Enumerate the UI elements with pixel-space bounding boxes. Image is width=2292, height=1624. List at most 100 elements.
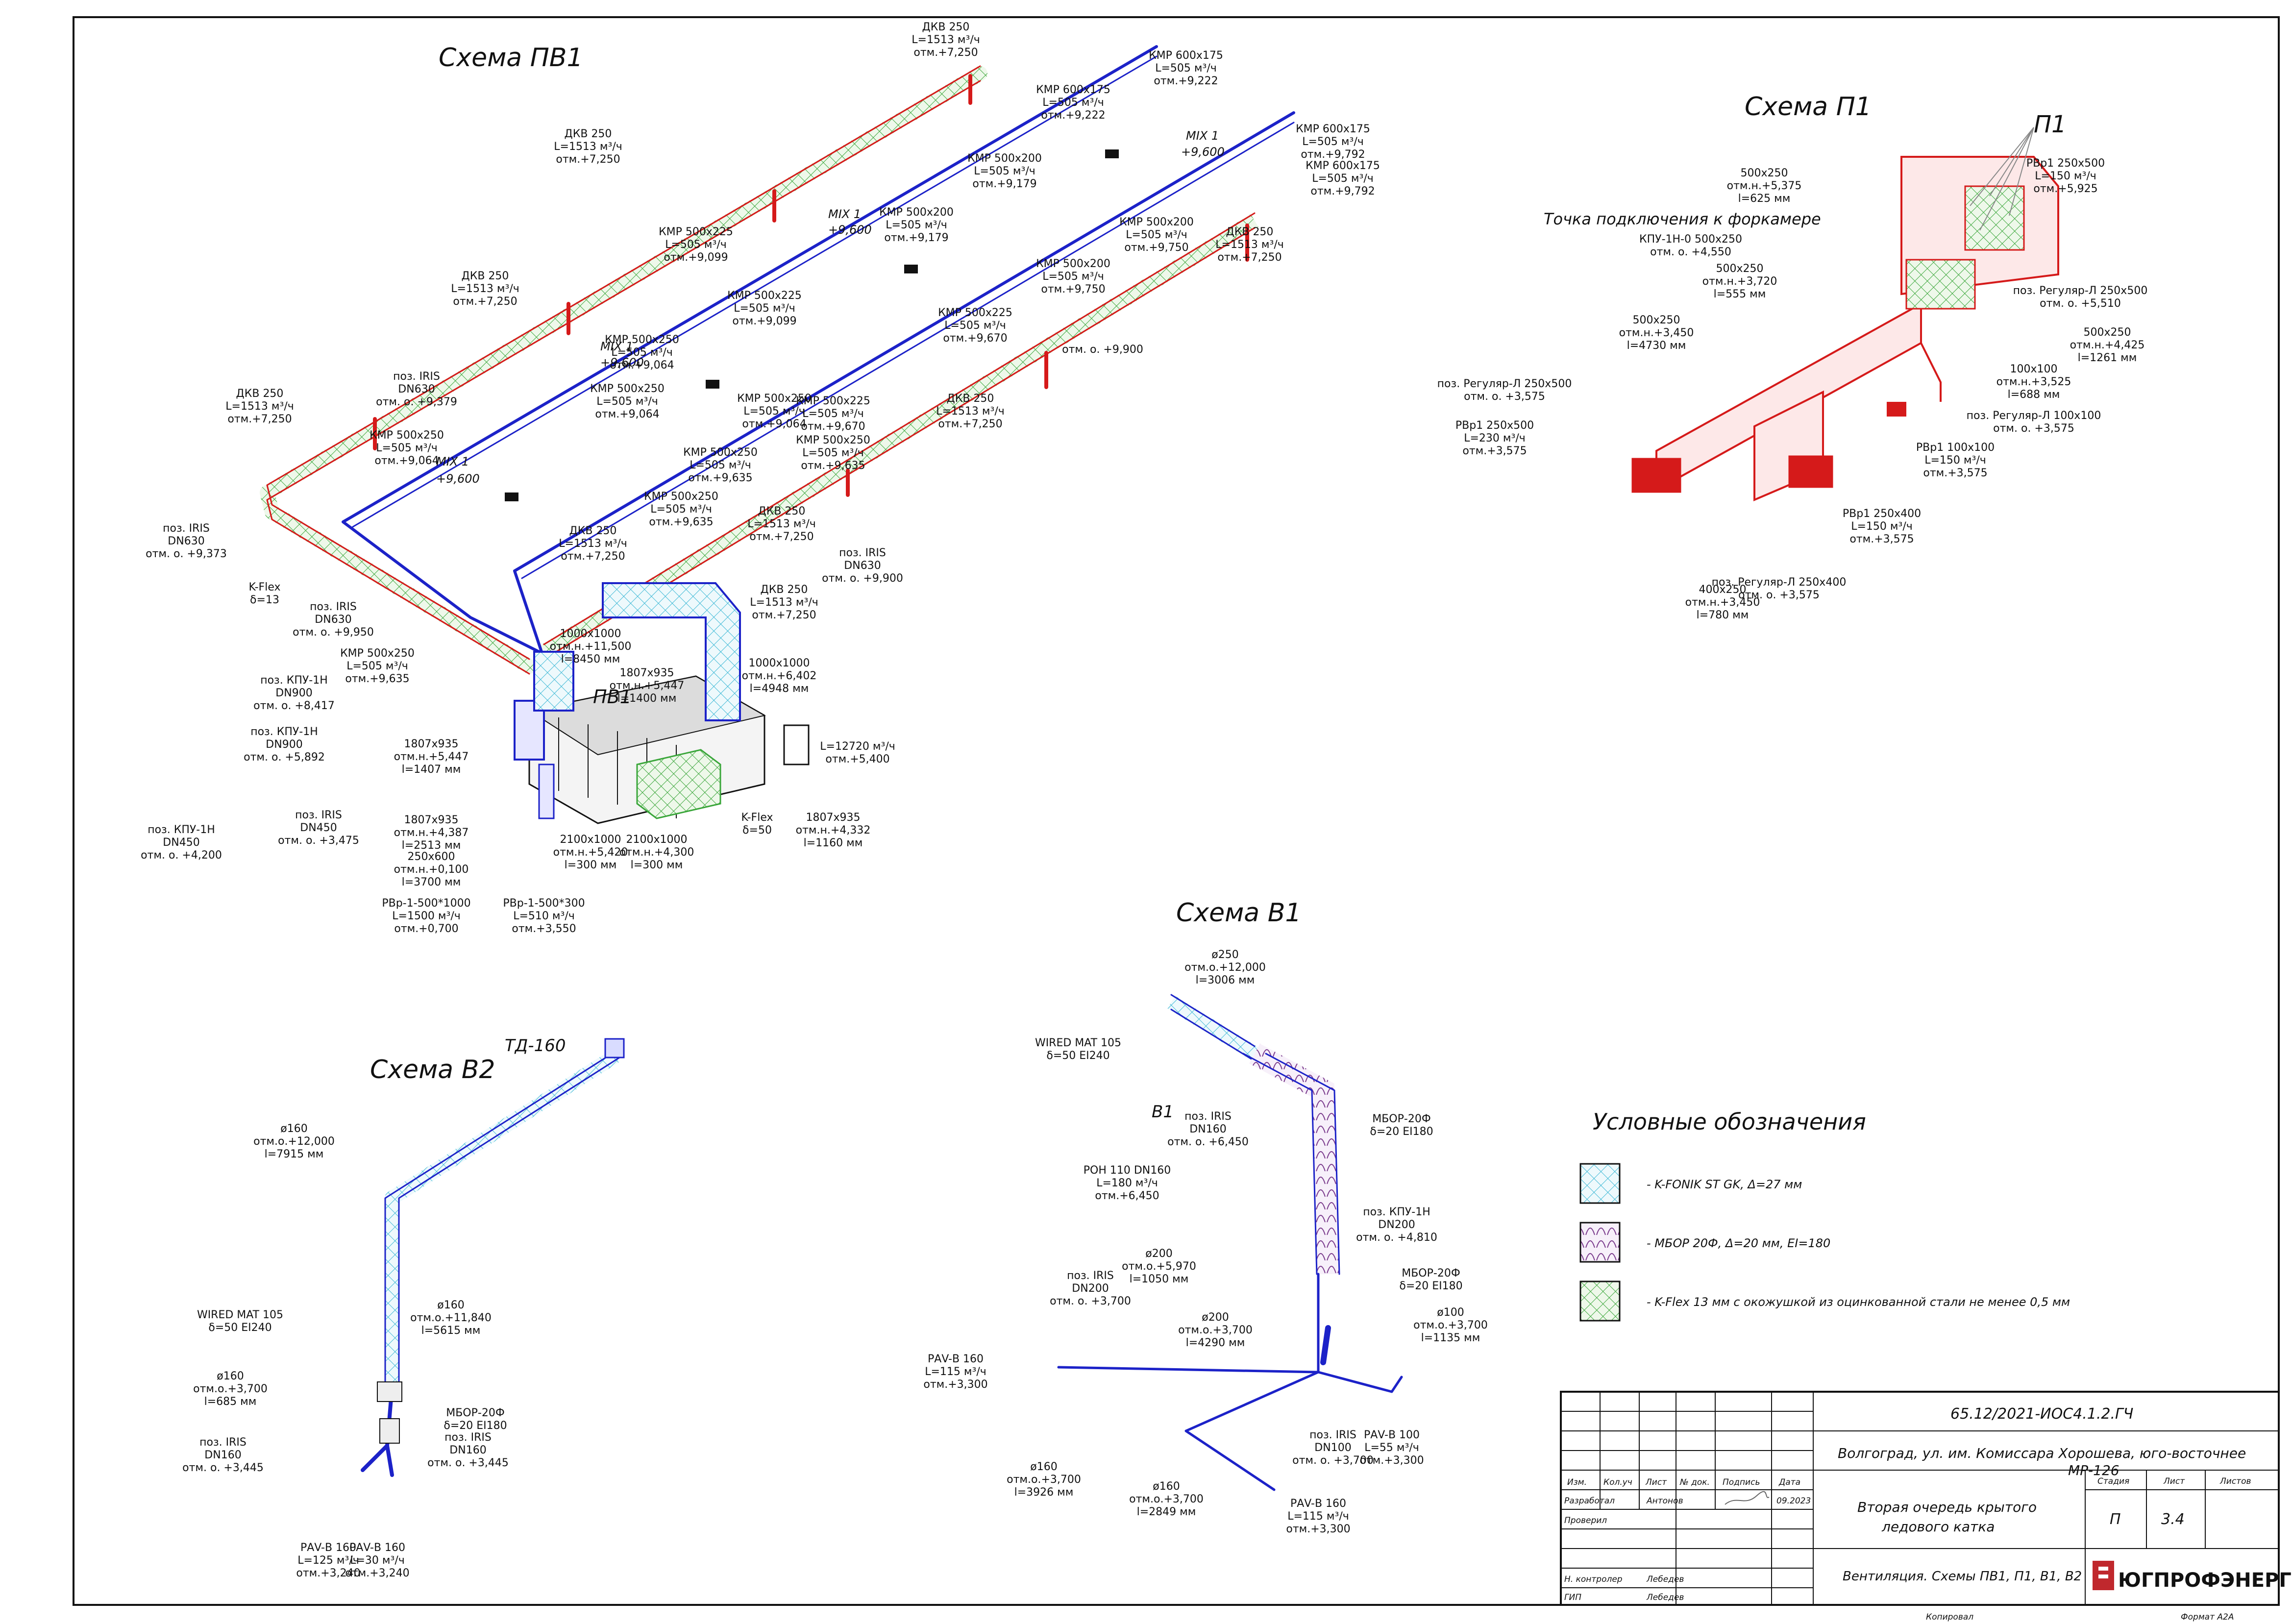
pv1-label-line: L=1513 м³/ч bbox=[912, 34, 980, 46]
stamp-header-list: Лист bbox=[1645, 1477, 1667, 1487]
pv1-label-line: отм.н.+6,402 bbox=[742, 670, 817, 682]
svg-text:+9,600: +9,600 bbox=[1181, 145, 1225, 159]
pv1-red-ducts bbox=[260, 65, 1258, 675]
p1-label-line: L=150 м³/ч bbox=[2035, 170, 2096, 182]
pv1-label-line: отм.+9,064 bbox=[595, 408, 659, 420]
pv1-label-line: L=1513 м³/ч bbox=[747, 518, 816, 530]
pv1-label-line: отм. о. +9,950 bbox=[293, 626, 374, 639]
p1-label-line: 500х250 bbox=[2083, 326, 2131, 339]
svg-text:MIX 1: MIX 1 bbox=[436, 455, 469, 468]
p1-label-line: 500х250 bbox=[1740, 167, 1788, 179]
v1-label-line: l=2849 мм bbox=[1137, 1506, 1196, 1518]
sheet-frame bbox=[73, 16, 2280, 1606]
pv1-label-line: отм.н.+0,100 bbox=[394, 863, 469, 876]
v2-label-line: РАV-В 160 bbox=[349, 1542, 405, 1554]
pv1-label-line: K-Flex bbox=[741, 812, 773, 824]
pv1-label-line: l=1400 мм bbox=[617, 692, 677, 705]
pv1-label-line: 1807х935 bbox=[620, 667, 674, 679]
pv1-label-line: DN630 bbox=[168, 535, 204, 547]
pv1-label-line: отм.+0,700 bbox=[394, 923, 458, 935]
pv1-label-line: отм.+9,670 bbox=[943, 332, 1007, 344]
v1-label-line: ø160 bbox=[1153, 1480, 1180, 1493]
pv1-label-line: отм.+9,064 bbox=[742, 418, 806, 430]
pv1-label-line: отм.+7,250 bbox=[749, 531, 813, 543]
pv1-label-line: КМР 500х250 bbox=[370, 429, 444, 442]
scheme-v1-unit: В1 bbox=[1152, 1102, 1174, 1122]
v2-label-line: l=7915 мм bbox=[265, 1148, 324, 1160]
pv1-label-line: l=2513 мм bbox=[402, 839, 461, 852]
pv1-label-line: КМР 500х200 bbox=[1036, 258, 1110, 270]
legend-item-mbor: - МБОР 20Ф, Δ=20 мм, EI=180 bbox=[1647, 1236, 1830, 1250]
pv1-label-line: l=1160 мм bbox=[804, 837, 863, 849]
pv1-label-line: отм.+9,099 bbox=[664, 251, 728, 264]
pv1-label-line: КМР 500х250 bbox=[737, 393, 812, 405]
company-logo: ЮГПРОФЭНЕРГО bbox=[2093, 1561, 2292, 1592]
pv1-label-line: L=505 м³/ч bbox=[596, 395, 658, 408]
stamp-name-gip: Лебедев bbox=[1646, 1593, 1684, 1602]
pv1-label-line: КМР 500х200 bbox=[879, 206, 954, 219]
svg-text:+9,600: +9,600 bbox=[436, 472, 480, 486]
p1-label-line: отм.н.+5,375 bbox=[1727, 180, 1802, 192]
v1-label-line: δ=20 EI180 bbox=[1399, 1280, 1462, 1292]
pv1-label-line: поз. IRIS bbox=[163, 522, 210, 535]
pv1-label-line: L=505 м³/ч bbox=[346, 660, 408, 672]
pv1-label-line: 2100х1000 bbox=[626, 834, 688, 846]
pv1-label-line: L=1513 м³/ч bbox=[750, 596, 818, 609]
pv1-label-line: отм.+7,250 bbox=[913, 47, 978, 59]
pv1-label-line: отм.+9,222 bbox=[1154, 75, 1218, 87]
pv1-label-line: отм.+9,099 bbox=[732, 315, 796, 327]
legend-swatch-mbor bbox=[1579, 1222, 1621, 1263]
pv1-label-line: DN630 bbox=[398, 383, 435, 395]
v1-label-line: L=115 м³/ч bbox=[925, 1366, 986, 1378]
stamp-sheets-head: Листов bbox=[2219, 1476, 2251, 1486]
title-block: 65.12/2021-ИОС4.1.2.ГЧ Волгоград, ул. им… bbox=[1560, 1391, 2292, 1606]
scheme-v1-title: Схема В1 bbox=[1176, 898, 1301, 928]
pv1-label-line: L=505 м³/ч bbox=[1042, 271, 1104, 283]
pv1-unit-label: ПВ1 bbox=[593, 686, 632, 708]
stamp-stage-head: Стадия bbox=[2097, 1476, 2129, 1486]
pv1-label-line: РВр-1-500*1000 bbox=[382, 897, 470, 910]
v2-label-line: ø160 bbox=[280, 1123, 307, 1135]
pv1-label-line: ДКВ 250 bbox=[569, 525, 617, 537]
v2-label-line: l=5615 мм bbox=[421, 1325, 481, 1337]
pv1-label-line: отм.+5,400 bbox=[825, 753, 889, 765]
pv1-label-line: отм.+9,635 bbox=[688, 472, 752, 484]
v1-ducts bbox=[1057, 994, 1403, 1491]
v1-label-line: РАV-В 100 bbox=[1364, 1429, 1420, 1441]
pv1-label-line: L=505 м³/ч bbox=[665, 239, 727, 251]
v2-label-line: δ=20 EI180 bbox=[444, 1420, 507, 1432]
p1-label-line: отм. о. +3,575 bbox=[1738, 589, 1820, 601]
pv1-label-line: отм.+9,750 bbox=[1041, 283, 1105, 295]
v1-label-line: отм.+6,450 bbox=[1095, 1190, 1159, 1202]
v1-label-line: отм. о. +6,450 bbox=[1167, 1136, 1249, 1148]
pv1-label-line: K-Flex bbox=[249, 581, 281, 593]
legend-item-kfonik: - K-FONIK ST GK, Δ=27 мм bbox=[1647, 1178, 1802, 1191]
pv1-air-handling-unit: ПВ1 bbox=[514, 582, 810, 824]
pv1-label-line: ДКВ 250 bbox=[947, 393, 994, 405]
v1-label-line: ø160 bbox=[1030, 1461, 1057, 1473]
v1-label-line: DN200 bbox=[1072, 1282, 1109, 1295]
v2-label-line: L=125 м³/ч bbox=[297, 1554, 359, 1567]
pv1-label-line: КМР 600х175 bbox=[1036, 84, 1110, 96]
v1-label-line: DN160 bbox=[1189, 1123, 1226, 1135]
v1-label-line: l=3926 мм bbox=[1014, 1486, 1074, 1499]
